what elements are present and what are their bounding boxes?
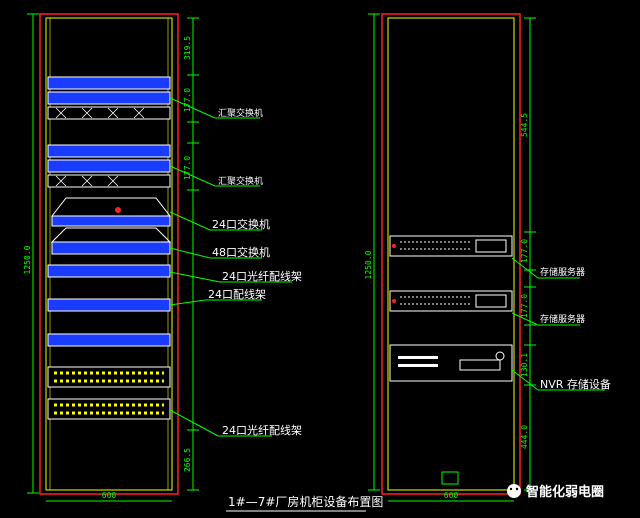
left-device-2 bbox=[47, 144, 171, 188]
label-l6: 24口配线架 bbox=[208, 287, 266, 301]
left-cabinet: 1250.0 600 bbox=[23, 13, 302, 502]
right-base-box bbox=[441, 471, 459, 485]
left-device-4 bbox=[50, 227, 172, 255]
right-nvr bbox=[389, 344, 513, 382]
label-r1: 存储服务器 bbox=[540, 266, 585, 278]
wechat-icon bbox=[507, 484, 521, 498]
left-height-dim: 1250.0 bbox=[23, 245, 32, 274]
right-width-dim: 600 bbox=[444, 491, 459, 500]
right-dim-5: 444.0 bbox=[520, 425, 529, 449]
label-r2: 存储服务器 bbox=[540, 313, 585, 325]
right-server-2 bbox=[389, 290, 513, 312]
left-patch-panels bbox=[47, 366, 171, 420]
label-r3: NVR 存储设备 bbox=[540, 377, 611, 391]
left-device-3 bbox=[50, 197, 172, 227]
left-device-1 bbox=[47, 76, 171, 120]
left-dim-3: 177.0 bbox=[183, 156, 192, 180]
right-dim-4: 130.1 bbox=[520, 353, 529, 377]
right-dim-2: 177.0 bbox=[520, 239, 529, 263]
label-l5: 24口光纤配线架 bbox=[222, 269, 302, 283]
right-height-dim: 1250.0 bbox=[364, 250, 373, 279]
right-server-1 bbox=[389, 235, 513, 257]
watermark-text: 智能化弱电圈 bbox=[526, 484, 604, 500]
label-l1: 汇聚交换机 bbox=[218, 107, 263, 119]
left-dim-4: 266.5 bbox=[183, 448, 192, 472]
drawing-title: 1#—7#厂房机柜设备布置图 bbox=[228, 494, 383, 509]
left-dim-1: 319.5 bbox=[183, 36, 192, 60]
left-dim-2: 177.0 bbox=[183, 88, 192, 112]
label-l7: 24口光纤配线架 bbox=[222, 423, 302, 437]
right-dim-1: 544.5 bbox=[520, 113, 529, 137]
right-cabinet: 1250.0 600 bbox=[364, 13, 611, 502]
label-l3: 24口交换机 bbox=[212, 217, 270, 231]
label-l4: 48口交换机 bbox=[212, 245, 270, 259]
watermark: 智能化弱电圈 bbox=[507, 484, 604, 500]
left-width-dim: 600 bbox=[102, 491, 117, 500]
left-device-5 bbox=[47, 264, 171, 347]
right-dim-3: 177.0 bbox=[520, 294, 529, 318]
label-l2: 汇聚交换机 bbox=[218, 175, 263, 187]
